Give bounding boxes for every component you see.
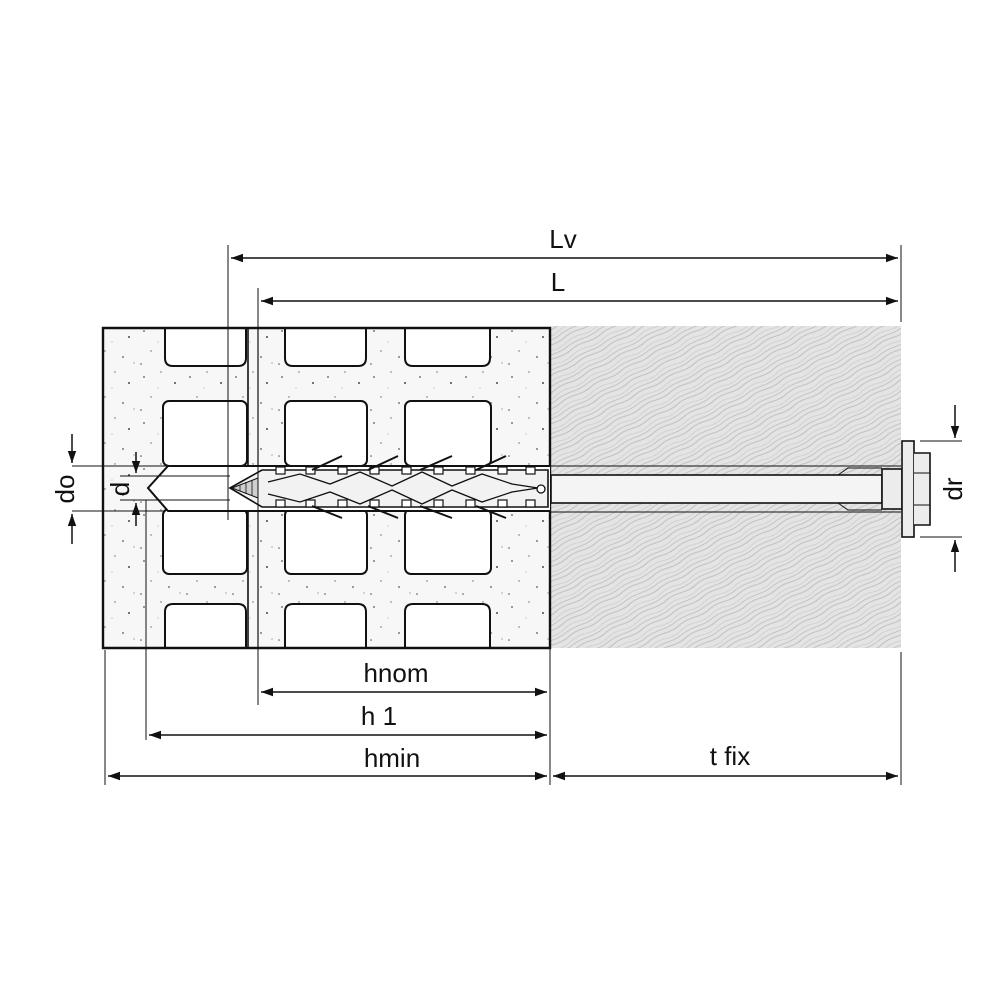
label-hmin: hmin (364, 743, 420, 773)
dimension-lines (67, 253, 960, 781)
label-dr: dr (938, 477, 968, 500)
label-d: d (105, 482, 135, 496)
anchor-sleeve (228, 455, 549, 519)
hex-head (881, 440, 931, 538)
screw-shank (550, 465, 901, 513)
label-tfix: t fix (710, 741, 750, 771)
extension-lines (72, 245, 962, 785)
label-do: do (50, 475, 80, 504)
label-Lv: Lv (549, 224, 576, 254)
label-L: L (551, 267, 565, 297)
label-h1: h 1 (361, 701, 397, 731)
label-hnom: hnom (363, 658, 428, 688)
